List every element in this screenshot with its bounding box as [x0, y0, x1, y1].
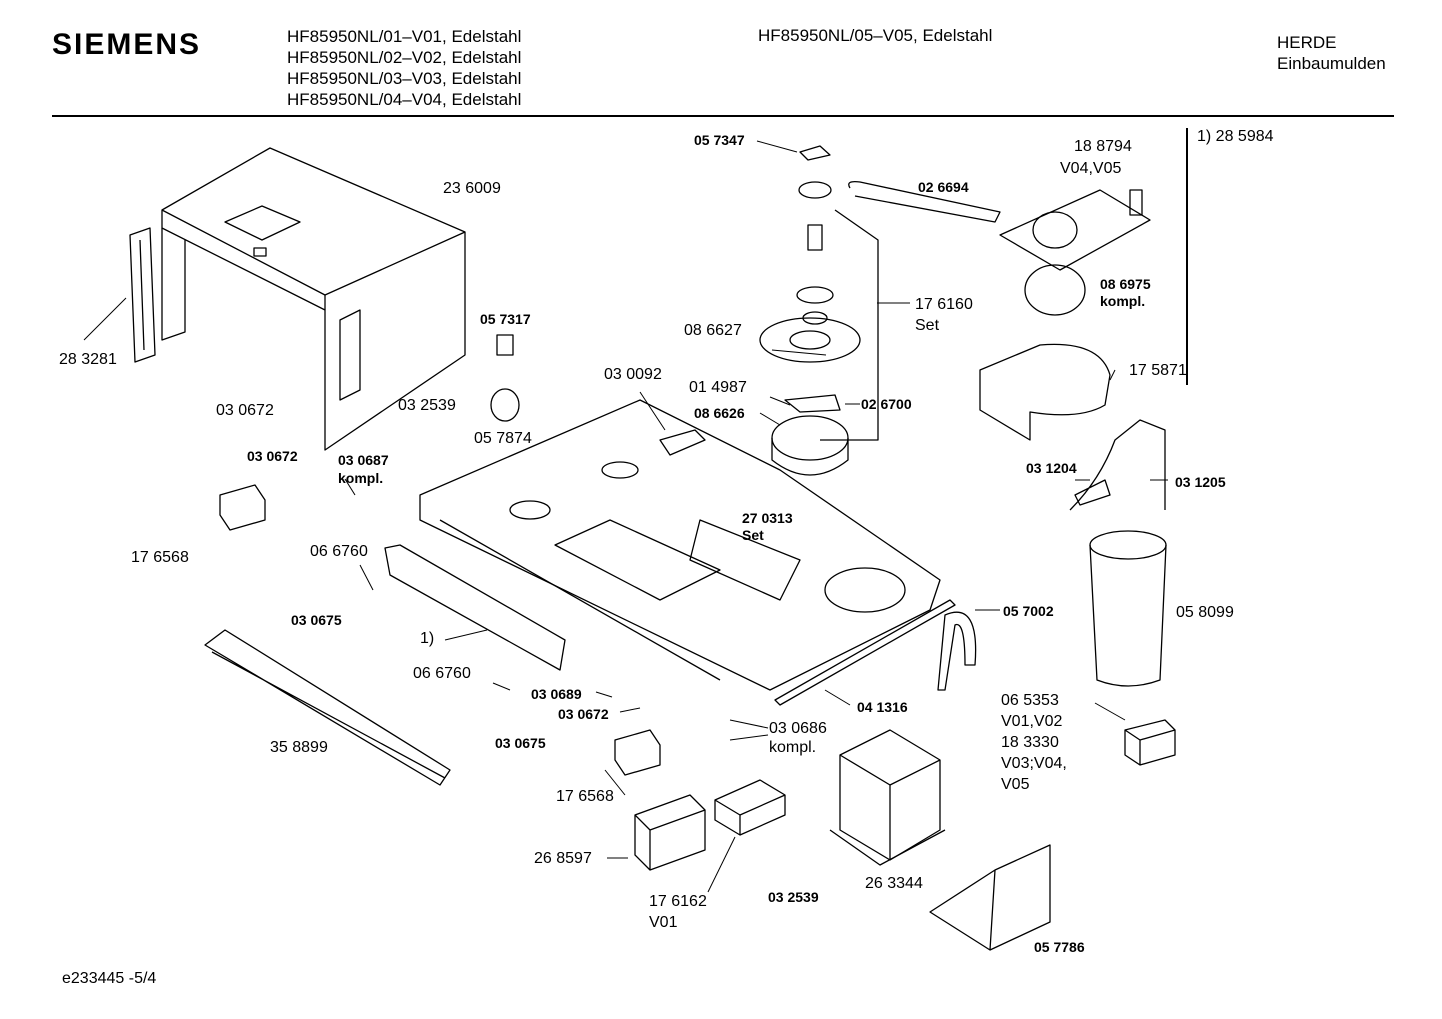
part-set-label: Set	[742, 527, 764, 543]
part-number-label: 03 0092	[604, 366, 662, 383]
front-panel-drawing	[384, 544, 566, 671]
part-number-label: 03 1205	[1175, 474, 1226, 490]
part-number-label: 03 0672	[216, 402, 274, 419]
part-number-label: 05 7002	[1003, 603, 1054, 619]
part-number-label: 03 0675	[495, 735, 546, 751]
part-number-label: 03 2539	[398, 397, 456, 414]
part-set-label: Set	[915, 317, 940, 334]
heater-block-drawing	[659, 429, 706, 456]
sensor-wires-drawing	[1069, 419, 1166, 511]
part-number-label: 05 7786	[1034, 939, 1085, 955]
strip-drawing	[774, 599, 956, 706]
part-number-label: 03 0672	[558, 706, 609, 722]
control-module-drawing	[714, 779, 786, 836]
lamp-socket-drawing	[496, 334, 514, 356]
part-kit-label: kompl.	[1100, 293, 1146, 309]
model-list: HF85950NL/01–V01, Edelstahl HF85950NL/02…	[287, 26, 521, 110]
category-line: HERDE	[1277, 33, 1337, 52]
fan-housing-drawing	[979, 343, 1111, 441]
part-number-label: 06 6760	[413, 665, 471, 682]
part-number-label: 02 6700	[861, 396, 912, 412]
part-number-label: 35 8899	[270, 739, 328, 756]
part-number-label: 03 0687	[338, 452, 389, 468]
part-number-label: 17 6162	[649, 893, 707, 910]
transformer-drawing	[829, 729, 946, 866]
leader-lines	[83, 140, 1168, 893]
part-number-label: 05 7874	[474, 430, 532, 447]
fan-motor-drawing	[999, 189, 1151, 316]
brand-logo: SIEMENS	[52, 28, 202, 61]
part-number-label: 05 7317	[480, 311, 531, 327]
magnetron-drawing	[634, 794, 706, 871]
part-number-label: 17 6568	[556, 788, 614, 805]
part-number-label: 23 6009	[443, 180, 501, 197]
part-number-label: 18 8794	[1074, 138, 1132, 155]
part-variant-label: V01,V02	[1001, 713, 1063, 730]
switch-drawing	[614, 729, 661, 776]
part-number-label: 17 6568	[131, 549, 189, 566]
part-number-label: 06 6760	[310, 543, 368, 560]
part-number-label: 03 0689	[531, 686, 582, 702]
relay-drawing	[1124, 719, 1176, 766]
housing-drawing	[161, 147, 466, 451]
header-divider	[52, 115, 1394, 117]
part-number-label: 03 0672	[247, 448, 298, 464]
footnote-reference-label: 1)	[420, 630, 435, 647]
part-variant-label: V04,V05	[1060, 160, 1122, 177]
base-plate-drawing	[419, 399, 941, 691]
part-number-label: 03 0675	[291, 612, 342, 628]
part-number-label: 18 3330	[1001, 734, 1059, 751]
footnote-reference-label: 1) 28 5984	[1197, 128, 1274, 145]
document-code: e233445 -5/4	[62, 970, 157, 987]
part-number-label: 08 6627	[684, 322, 742, 339]
side-rail-drawing	[129, 227, 156, 363]
model-line: HF85950NL/03–V03, Edelstahl	[287, 69, 522, 88]
part-number-label: 06 5353	[1001, 692, 1059, 709]
part-number-label: 17 6160	[915, 296, 973, 313]
model-line: HF85950NL/02–V02, Edelstahl	[287, 48, 522, 67]
part-number-label: 05 7347	[694, 132, 745, 148]
part-number-label: 04 1316	[857, 699, 908, 715]
part-number-label: 17 5871	[1129, 362, 1187, 379]
part-number-label: 02 6694	[918, 179, 969, 195]
rail-strip-drawing	[204, 629, 451, 786]
mount-bracket-drawing	[937, 611, 977, 691]
part-kit-label: kompl.	[769, 739, 817, 756]
part-variant-label: V03;V04,	[1001, 755, 1067, 772]
part-number-label: 08 6975	[1100, 276, 1151, 292]
part-number-label: 05 8099	[1176, 604, 1234, 621]
switch-drawing	[219, 484, 266, 531]
part-number-label: 08 6626	[694, 405, 745, 421]
model-line: HF85950NL/01–V01, Edelstahl	[287, 27, 522, 46]
category-line: Einbaumulden	[1277, 54, 1386, 73]
part-number-label: 27 0313	[742, 510, 793, 526]
part-number-label: 26 3344	[865, 875, 923, 892]
model-line: HF85950NL/04–V04, Edelstahl	[287, 90, 522, 109]
part-variant-label: V05	[1001, 776, 1030, 793]
category: HERDE Einbaumulden	[1277, 32, 1386, 74]
bracket-drawing	[929, 844, 1051, 951]
turntable-drive-drawing	[759, 145, 1001, 476]
part-variant-label: V01	[649, 914, 678, 931]
part-number-label: 28 3281	[59, 351, 117, 368]
part-number-label: 03 1204	[1026, 460, 1077, 476]
lamp-drawing	[490, 388, 520, 422]
model-line: HF85950NL/05–V05, Edelstahl	[758, 26, 993, 45]
part-number-label: 03 0686	[769, 720, 827, 737]
part-kit-label: kompl.	[338, 470, 384, 486]
part-number-label: 03 2539	[768, 889, 819, 905]
capacitor-drawing	[1089, 530, 1167, 687]
part-number-label: 01 4987	[689, 379, 747, 396]
part-number-label: 26 8597	[534, 850, 592, 867]
